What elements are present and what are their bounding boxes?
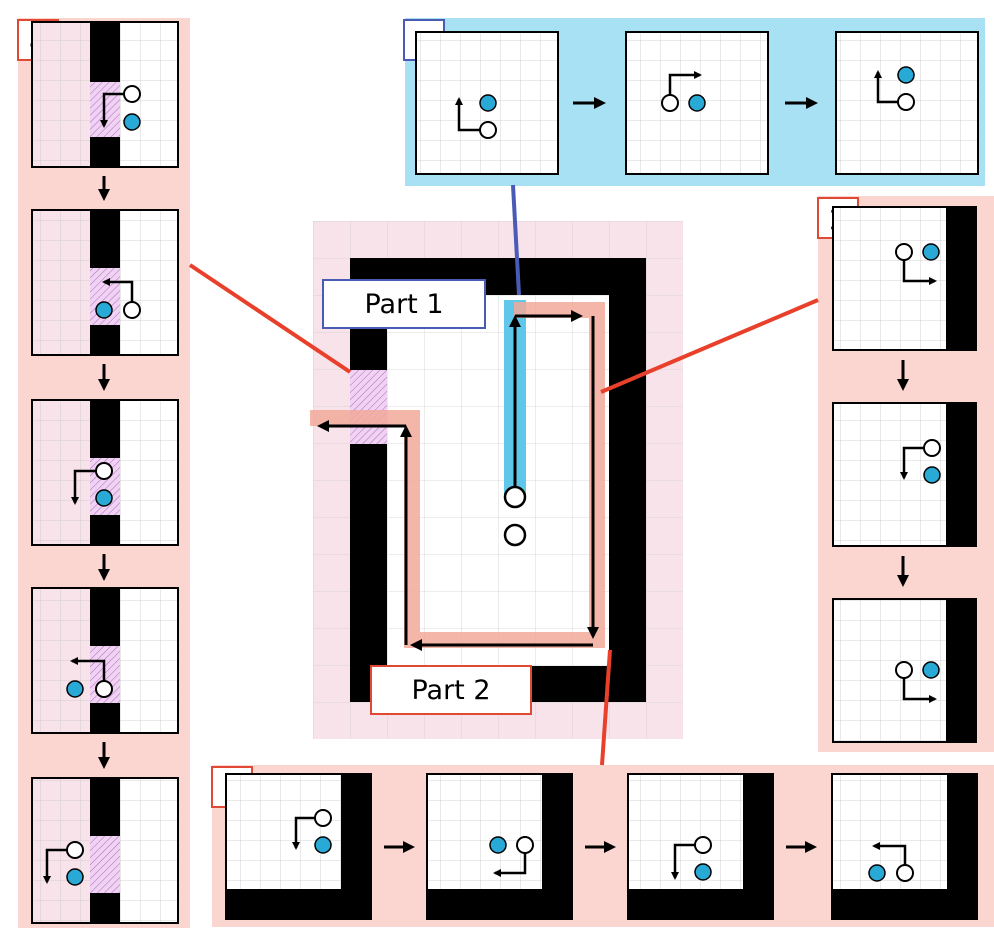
connector-step4 [188, 263, 352, 374]
label-part1: Part 1 [322, 279, 486, 329]
door-opening [350, 370, 387, 444]
label-part1-text: Part 1 [364, 289, 443, 320]
step2-frame-1 [832, 206, 977, 351]
step2-frame-2 [832, 402, 977, 547]
step1-frame-2 [625, 31, 769, 175]
step1-frame-3 [835, 31, 979, 175]
step4-frame-3 [31, 399, 179, 546]
connector-step2 [600, 298, 819, 394]
label-part2: Part 2 [370, 665, 532, 715]
step4-frame-4 [31, 587, 179, 734]
step3-frame-3 [627, 773, 774, 920]
connector-step3 [600, 649, 612, 766]
label-part2-text: Part 2 [411, 675, 490, 706]
connector-part1 [511, 184, 521, 296]
step4-frame-1 [31, 21, 179, 168]
step2-frame-3 [832, 598, 977, 743]
step3-frame-4 [831, 773, 978, 920]
central-map [310, 221, 683, 739]
step1-frame-1 [415, 31, 559, 175]
step4-frame-5 [31, 777, 179, 924]
agent-start-marker [503, 485, 527, 509]
step3-frame-2 [426, 773, 573, 920]
agent-start-shadow [503, 523, 527, 547]
step4-frame-2 [31, 209, 179, 356]
part2-path-highlight [310, 302, 605, 648]
step3-frame-1 [225, 773, 372, 920]
